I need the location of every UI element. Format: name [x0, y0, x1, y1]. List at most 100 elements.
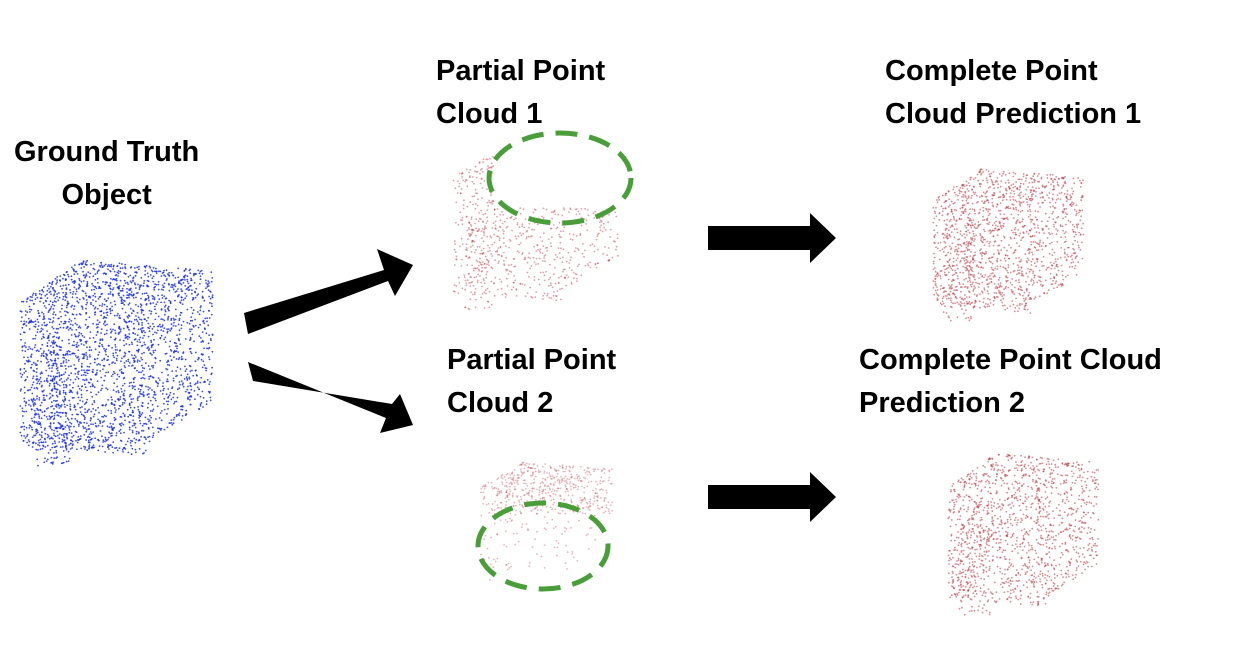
point: [1033, 282, 1035, 284]
point: [1002, 297, 1005, 300]
point: [150, 310, 153, 313]
point: [558, 481, 561, 484]
point: [137, 388, 140, 390]
point: [510, 565, 512, 568]
point: [102, 272, 105, 275]
point: [503, 259, 505, 262]
point: [531, 296, 534, 299]
point: [471, 264, 473, 267]
point: [48, 321, 51, 324]
point: [564, 512, 567, 515]
point: [599, 219, 602, 222]
point: [582, 498, 585, 501]
point: [81, 406, 83, 408]
point: [135, 430, 138, 433]
point: [461, 287, 464, 290]
point: [54, 405, 57, 407]
point: [206, 379, 209, 381]
point: [517, 477, 519, 479]
point: [576, 208, 578, 211]
point: [130, 287, 132, 290]
point: [1047, 289, 1050, 292]
point: [518, 501, 521, 503]
point: [994, 240, 997, 243]
point: [135, 315, 137, 317]
point: [1018, 307, 1021, 310]
point: [77, 355, 80, 358]
point: [121, 390, 123, 393]
point: [472, 285, 475, 287]
point: [51, 405, 54, 407]
point: [88, 276, 91, 278]
point: [48, 364, 51, 366]
point: [1019, 285, 1021, 288]
point: [469, 233, 472, 236]
point: [542, 482, 544, 484]
point: [64, 421, 67, 423]
point: [535, 263, 537, 265]
point: [183, 378, 186, 380]
point: [164, 304, 167, 307]
point: [42, 397, 45, 399]
point: [458, 185, 460, 188]
point: [600, 224, 603, 227]
point: [936, 231, 939, 234]
point: [567, 521, 570, 523]
point: [149, 274, 152, 276]
point: [51, 359, 53, 362]
point: [90, 423, 92, 425]
point: [974, 238, 976, 241]
point: [96, 272, 99, 274]
point: [1004, 181, 1007, 184]
point: [46, 458, 49, 461]
point: [82, 427, 85, 430]
point: [143, 282, 145, 285]
point: [95, 323, 98, 326]
point: [204, 317, 207, 320]
point: [466, 185, 469, 188]
point: [988, 221, 991, 224]
point: [475, 267, 477, 270]
point: [58, 317, 60, 320]
point: [158, 417, 161, 419]
point: [169, 391, 172, 394]
point: [21, 407, 24, 410]
point: [67, 303, 69, 306]
point: [576, 475, 579, 478]
point: [942, 311, 945, 313]
point: [36, 382, 39, 385]
point: [150, 365, 153, 367]
point: [564, 484, 567, 487]
point: [78, 284, 81, 287]
point: [139, 419, 141, 422]
point: [163, 338, 166, 341]
point: [522, 208, 525, 211]
point: [41, 353, 43, 355]
point: [1029, 312, 1032, 314]
point: [118, 262, 121, 265]
point: [31, 348, 34, 351]
point: [190, 352, 193, 355]
point: [1063, 241, 1066, 244]
point: [532, 471, 535, 474]
point: [1001, 217, 1003, 220]
point: [936, 272, 939, 275]
point: [73, 286, 76, 289]
point: [67, 419, 70, 421]
point: [79, 411, 82, 413]
point: [559, 495, 562, 498]
point: [504, 296, 507, 298]
point: [40, 293, 43, 296]
point: [989, 240, 992, 243]
point: [1069, 221, 1072, 223]
point: [464, 306, 466, 309]
point: [143, 334, 146, 337]
point: [76, 296, 78, 299]
point: [101, 305, 103, 307]
point: [1080, 227, 1083, 230]
point: [483, 262, 486, 265]
point: [535, 250, 538, 253]
point: [91, 385, 94, 387]
point: [485, 227, 487, 230]
point: [152, 408, 155, 411]
